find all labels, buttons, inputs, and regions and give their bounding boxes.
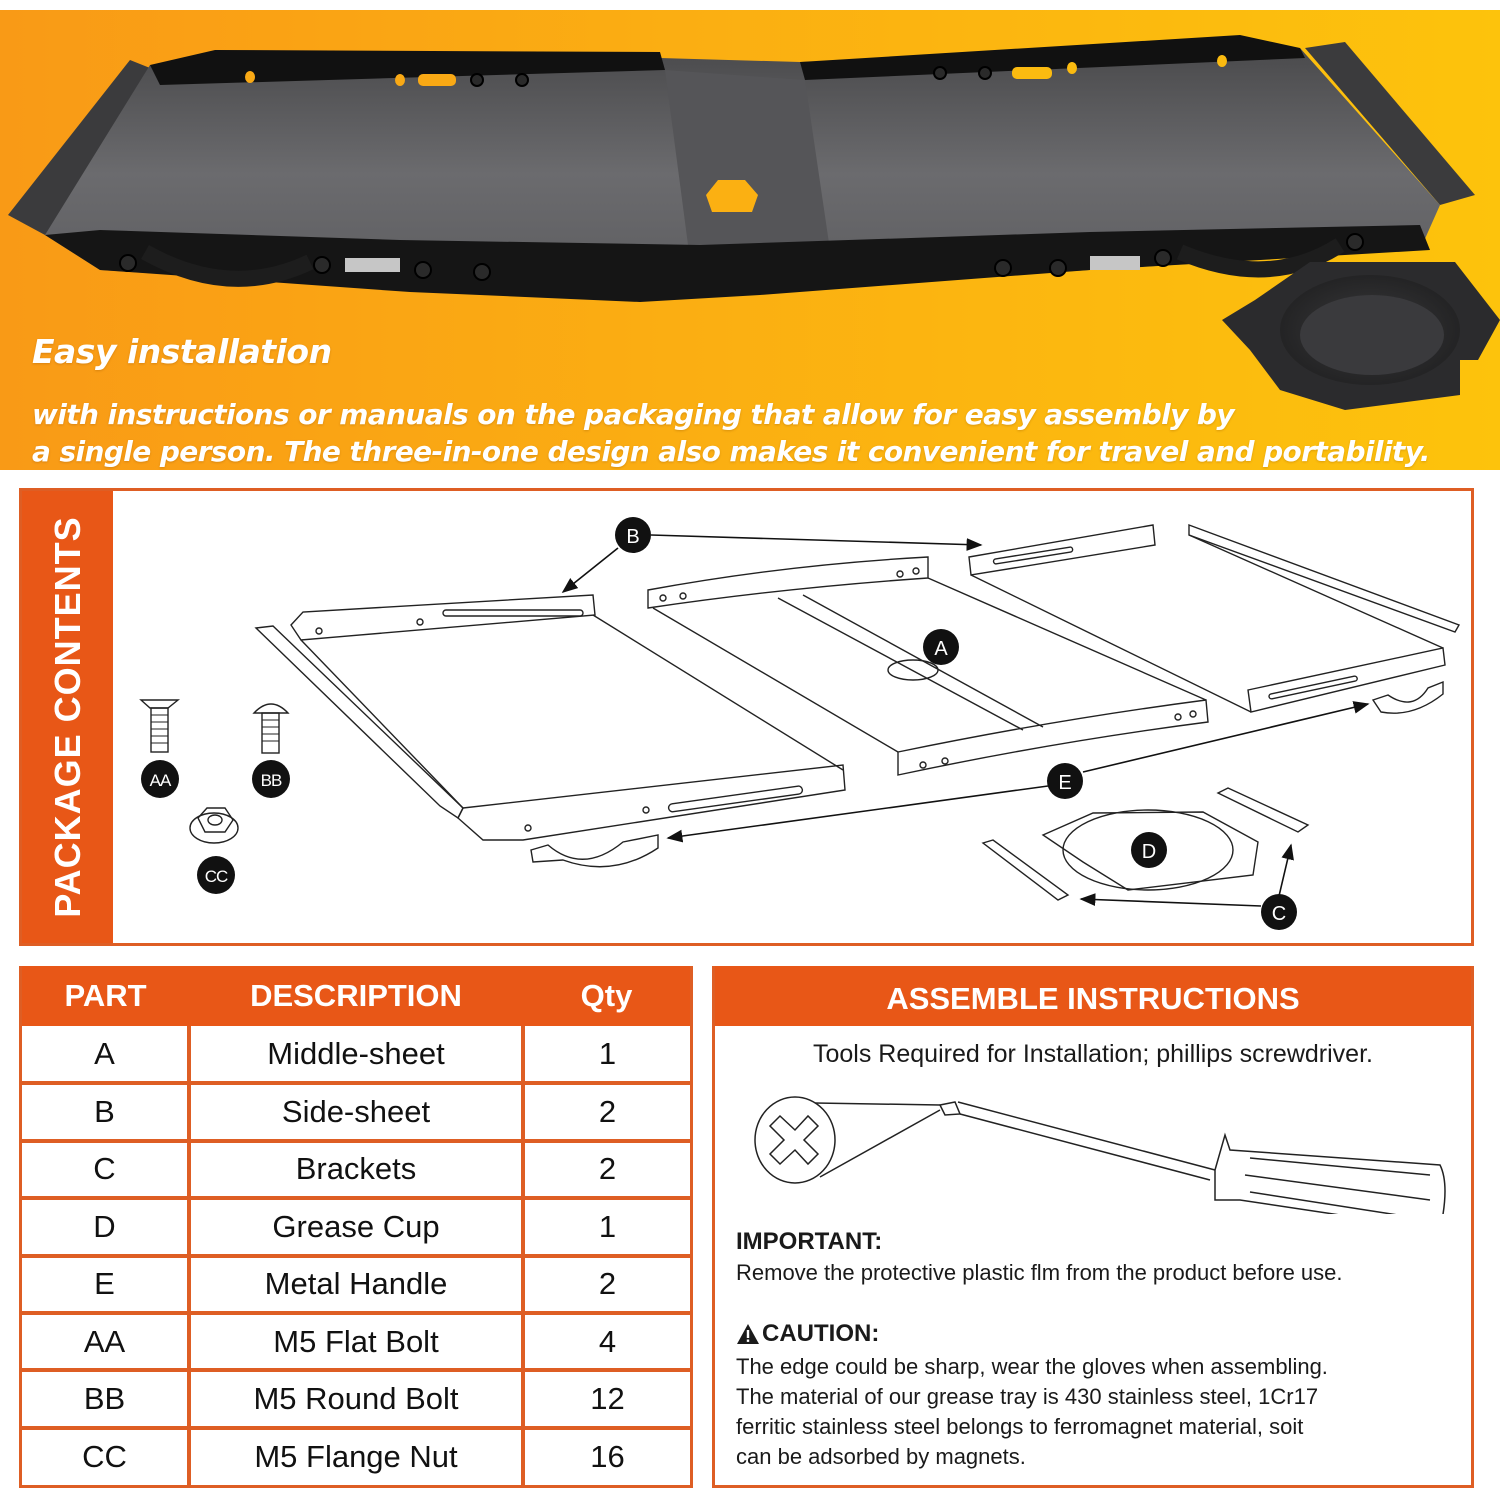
table-row: C Brackets 2 <box>22 1138 690 1201</box>
table-row: CC M5 Flange Nut 16 <box>22 1425 690 1485</box>
parts-table-header-row: PART DESCRIPTION Qty <box>22 966 690 1026</box>
callout-d: D <box>1131 832 1167 868</box>
caution-line: The material of our grease tray is 430 s… <box>736 1384 1319 1409</box>
middle-sheet-drawing <box>647 556 1209 776</box>
svg-text:BB: BB <box>261 771 282 790</box>
round-bolt-drawing <box>252 703 290 754</box>
part-description: M5 Flange Nut <box>187 1425 525 1485</box>
side-sheet-left-drawing <box>254 594 846 868</box>
part-qty: 4 <box>521 1310 690 1373</box>
callout-aa: AA <box>141 760 179 798</box>
part-code: CC <box>22 1425 191 1485</box>
hero-title: Easy installation <box>32 332 332 371</box>
callout-bb: BB <box>252 760 290 798</box>
svg-text:CC: CC <box>205 867 228 886</box>
column-header-part: PART <box>22 966 189 1026</box>
flange-nut-drawing <box>189 807 239 844</box>
table-row: E Metal Handle 2 <box>22 1253 690 1315</box>
part-description: M5 Round Bolt <box>187 1368 525 1430</box>
callout-c: C <box>1261 894 1297 930</box>
caution-line: The edge could be sharp, wear the gloves… <box>736 1354 1328 1379</box>
column-header-qty: Qty <box>523 966 690 1026</box>
part-description: Middle-sheet <box>187 1026 525 1086</box>
caution-text: The edge could be sharp, wear the gloves… <box>736 1352 1456 1472</box>
part-code: D <box>22 1196 191 1258</box>
instructions-title: ASSEMBLE INSTRUCTIONS <box>715 966 1471 1026</box>
grease-cup-image <box>1222 262 1500 410</box>
package-contents-panel: PACKAGE CONTENTS <box>19 488 1474 946</box>
hero-description: with instructions or manuals on the pack… <box>32 396 1472 470</box>
bracket-drawing <box>981 787 1310 901</box>
svg-text:A: A <box>934 638 948 660</box>
callout-cc: CC <box>197 856 235 894</box>
column-header-description: DESCRIPTION <box>189 966 523 1026</box>
svg-text:AA: AA <box>150 771 172 790</box>
svg-text:E: E <box>1058 772 1071 794</box>
table-row: B Side-sheet 2 <box>22 1081 690 1143</box>
part-qty: 2 <box>521 1081 690 1143</box>
part-code: C <box>22 1138 191 1201</box>
callout-a: A <box>923 629 959 665</box>
part-qty: 12 <box>521 1368 690 1430</box>
part-code: AA <box>22 1310 191 1373</box>
callout-e: E <box>1047 763 1083 799</box>
important-text: Remove the protective plastic flm from t… <box>736 1260 1343 1285</box>
caution-heading: CAUTION: <box>736 1320 879 1348</box>
part-code: E <box>22 1253 191 1315</box>
assemble-instructions-panel: ASSEMBLE INSTRUCTIONS Tools Required for… <box>712 966 1474 1488</box>
important-heading: IMPORTANT: <box>736 1228 883 1255</box>
part-description: Grease Cup <box>187 1196 525 1258</box>
part-qty: 1 <box>521 1196 690 1258</box>
phillips-screwdriver-icon <box>754 1096 1446 1214</box>
package-contents-sidebar: PACKAGE CONTENTS <box>22 491 113 943</box>
svg-text:C: C <box>1272 903 1286 925</box>
table-row: A Middle-sheet 1 <box>22 1026 690 1086</box>
parts-table: PART DESCRIPTION Qty A Middle-sheet 1 B … <box>22 966 690 1485</box>
part-qty: 16 <box>521 1425 690 1485</box>
tools-required-text: Tools Required for Installation; phillip… <box>813 1040 1373 1068</box>
grease-cup-drawing <box>1041 809 1259 891</box>
part-description: Side-sheet <box>187 1081 525 1143</box>
svg-text:B: B <box>626 526 639 548</box>
warning-triangle-icon <box>737 1324 759 1344</box>
part-description: Brackets <box>187 1138 525 1201</box>
part-qty: 2 <box>521 1253 690 1315</box>
caution-heading-text: CAUTION: <box>762 1320 880 1347</box>
caution-line: can be adsorbed by magnets. <box>736 1444 1026 1469</box>
part-description: M5 Flat Bolt <box>187 1310 525 1373</box>
table-row: BB M5 Round Bolt 12 <box>22 1368 690 1430</box>
part-code: BB <box>22 1368 191 1430</box>
caution-line: ferritic stainless steel belongs to ferr… <box>736 1414 1304 1439</box>
side-sheet-right-drawing <box>968 523 1461 714</box>
part-code: B <box>22 1081 191 1143</box>
svg-text:D: D <box>1142 841 1156 863</box>
exploded-parts-diagram: B A E D C AA BB CC <box>139 517 1461 930</box>
callout-b: B <box>615 517 651 553</box>
package-contents-label: PACKAGE CONTENTS <box>46 516 88 918</box>
hero-description-line: with instructions or manuals on the pack… <box>32 398 1235 431</box>
part-code: A <box>22 1026 191 1086</box>
parts-table-panel: PART DESCRIPTION Qty A Middle-sheet 1 B … <box>19 966 693 1488</box>
table-row: AA M5 Flat Bolt 4 <box>22 1310 690 1373</box>
hero-description-line: a single person. The three-in-one design… <box>32 435 1430 468</box>
part-qty: 1 <box>521 1026 690 1086</box>
part-description: Metal Handle <box>187 1253 525 1315</box>
grease-tray-product-image <box>8 35 1500 410</box>
flat-bolt-drawing <box>139 699 180 753</box>
table-row: D Grease Cup 1 <box>22 1196 690 1258</box>
part-qty: 2 <box>521 1138 690 1201</box>
hero-banner: Easy installation with instructions or m… <box>0 10 1500 470</box>
